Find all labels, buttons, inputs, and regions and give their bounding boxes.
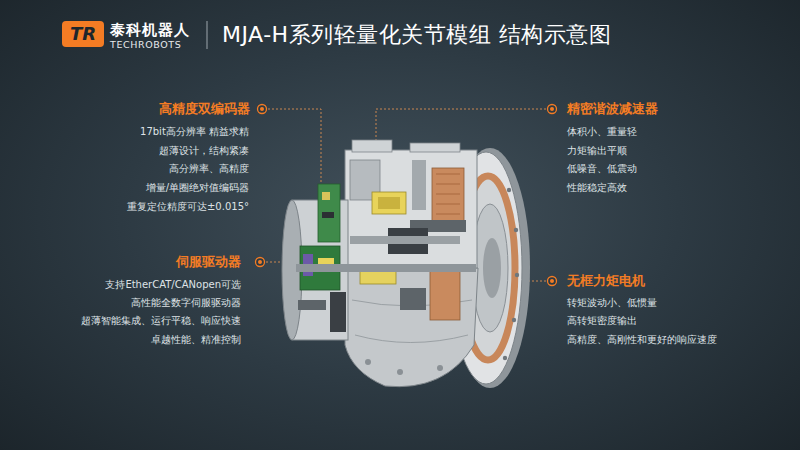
- feature-line: 性能稳定高效: [567, 181, 627, 195]
- logo-plate: [62, 21, 104, 47]
- feature-line: 转矩波动小、低惯量: [567, 296, 657, 310]
- page-title: MJA-H系列轻量化关节模组 结构示意图: [222, 22, 611, 48]
- feature-line: 高性能全数字伺服驱动器: [131, 296, 241, 310]
- feature-line: 增量/单圈绝对值编码器: [146, 181, 249, 195]
- callout-heading: 无框力矩电机: [567, 273, 645, 289]
- feature-line: 高转矩密度输出: [567, 314, 637, 328]
- feature-line: 高分辨率、高精度: [169, 162, 249, 176]
- header-divider: [206, 21, 207, 49]
- feature-line: 17bit高分辨率 精益求精: [140, 125, 249, 139]
- joint-module: [282, 140, 530, 388]
- feature-line: 力矩输出平顺: [567, 144, 627, 158]
- brand-name-en: TECHROBOTS: [110, 39, 181, 50]
- logo-mark: TR: [70, 24, 96, 44]
- feature-line: 低噪音、低震动: [567, 162, 637, 176]
- callout-heading: 高精度双编码器: [159, 101, 250, 117]
- feature-line: 体积小、重量轻: [567, 125, 637, 139]
- brand-name: 泰科机器人: [110, 22, 190, 38]
- feature-line: 超薄设计，结构紧凑: [159, 144, 249, 158]
- callout-heading: 伺服驱动器: [176, 254, 241, 270]
- feature-line: 高精度、高刚性和更好的响应速度: [567, 333, 717, 347]
- callout-heading: 精密谐波减速器: [567, 101, 658, 117]
- feature-line: 卓越性能、精准控制: [151, 333, 241, 347]
- feature-line: 超薄智能集成、运行平稳、响应快速: [81, 314, 241, 328]
- feature-line: 支持EtherCAT/CANopen可选: [105, 278, 241, 292]
- feature-line: 重复定位精度可达±0.015°: [127, 200, 249, 214]
